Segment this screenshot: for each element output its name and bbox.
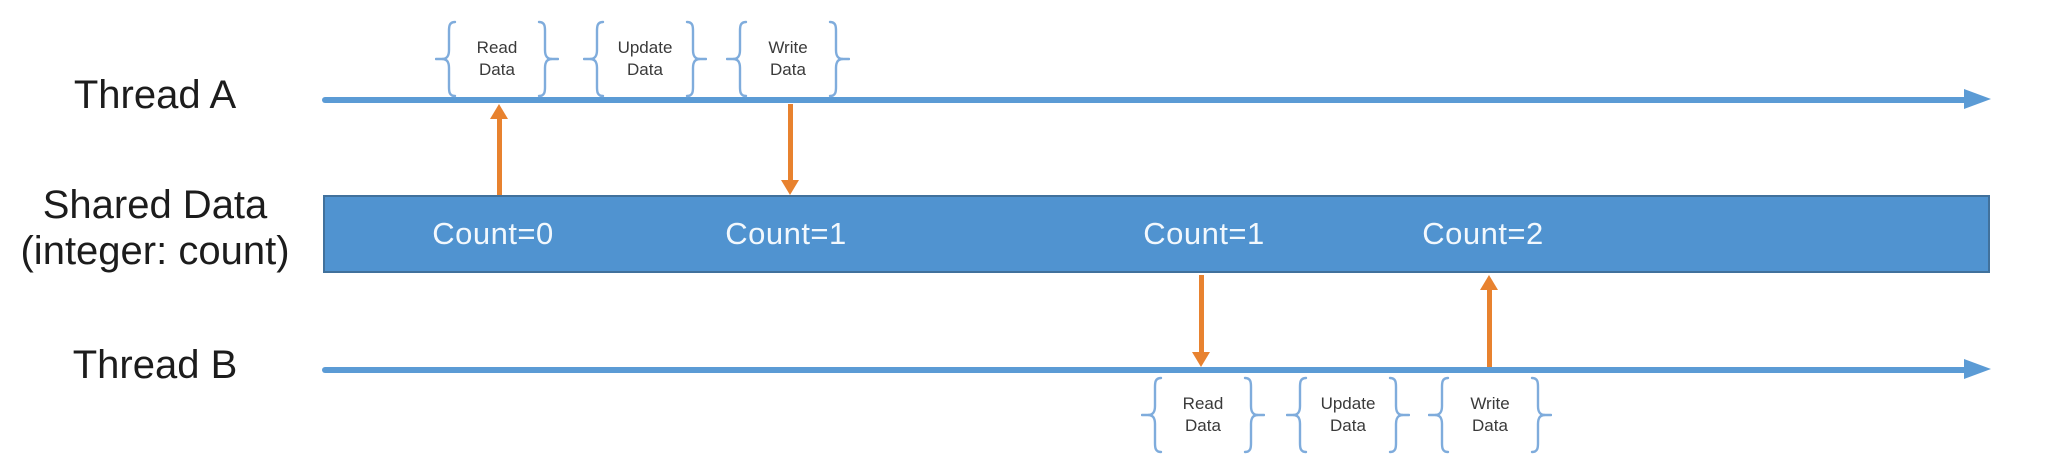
write-data-flow-arrow-icon	[1487, 288, 1492, 367]
thread-a-timeline	[322, 97, 1968, 103]
brace-right-icon	[685, 20, 707, 98]
thread-b-timeline	[322, 367, 1968, 373]
op-label: Read Data	[476, 38, 518, 79]
op-group-thread-b: Write Data	[1428, 375, 1552, 455]
brace-left-icon	[1141, 376, 1163, 454]
op-label: Update Data	[1320, 394, 1376, 435]
write-data-flow-arrow-icon	[781, 180, 799, 195]
write-data-flow-arrow-icon	[1480, 275, 1498, 290]
thread-a-timeline-arrowhead-icon	[1964, 89, 1991, 109]
read-data-flow-arrow-icon	[1192, 352, 1210, 367]
op-label: Update Data	[617, 38, 673, 79]
read-data-flow-arrow-icon	[1199, 275, 1204, 352]
brace-right-icon	[828, 20, 850, 98]
write-data-flow-arrow-icon	[788, 104, 793, 180]
shared-data-label: Shared Data (integer: count)	[5, 182, 305, 274]
brace-right-icon	[1388, 376, 1410, 454]
shared-data-label-line1: Shared Data	[42, 183, 268, 227]
op-label: Read Data	[1182, 394, 1224, 435]
op-group-thread-b: Read Data	[1141, 375, 1265, 455]
brace-left-icon	[435, 20, 457, 98]
shared-count-value: Count=1	[725, 216, 847, 251]
shared-count-value: Count=1	[1143, 216, 1265, 251]
thread-b-label: Thread B	[72, 343, 238, 387]
thread-b-timeline-arrowhead-icon	[1964, 359, 1991, 379]
shared-count-value: Count=0	[432, 216, 554, 251]
shared-data-label-line2: (integer: count)	[20, 229, 290, 273]
op-group-thread-a: Write Data	[726, 19, 850, 99]
read-data-flow-arrow-icon	[490, 104, 508, 119]
shared-count-value: Count=2	[1422, 216, 1544, 251]
brace-right-icon	[1243, 376, 1265, 454]
brace-left-icon	[583, 20, 605, 98]
shared-data-bar	[323, 195, 1990, 273]
brace-right-icon	[537, 20, 559, 98]
op-group-thread-a: Read Data	[435, 19, 559, 99]
op-label: Write Data	[768, 38, 808, 79]
op-label: Write Data	[1470, 394, 1510, 435]
brace-right-icon	[1530, 376, 1552, 454]
thread-a-label: Thread A	[73, 73, 237, 117]
op-group-thread-a: Update Data	[583, 19, 707, 99]
brace-left-icon	[1428, 376, 1450, 454]
read-data-flow-arrow-icon	[497, 117, 502, 195]
brace-left-icon	[1286, 376, 1308, 454]
op-group-thread-b: Update Data	[1286, 375, 1410, 455]
brace-left-icon	[726, 20, 748, 98]
